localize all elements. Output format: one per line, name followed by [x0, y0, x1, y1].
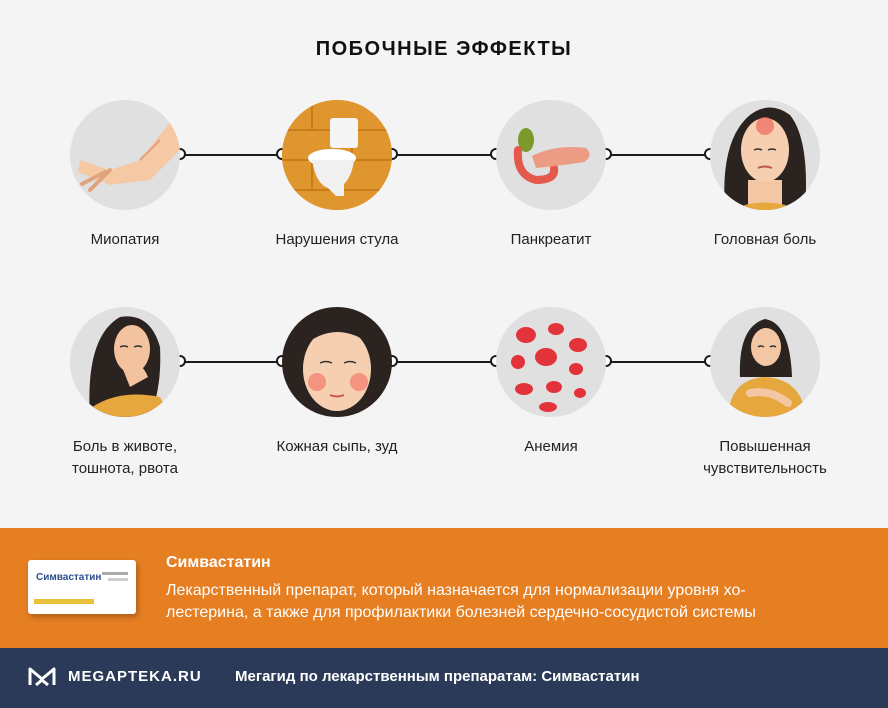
drug-name: Симвастатин [166, 554, 271, 571]
rash-face-icon [282, 307, 392, 417]
effect-label-line: тошнота, рвота [72, 460, 178, 477]
effect-label-line: Повышенная [719, 438, 811, 455]
drug-box-label: Симвастатин [36, 572, 102, 583]
box-text-line [108, 578, 128, 581]
nausea-woman-icon [70, 307, 180, 417]
connector-line [392, 154, 496, 156]
drug-box-image: Симвастатин [28, 560, 136, 614]
box-stripe [34, 599, 94, 604]
connector-line [606, 154, 710, 156]
effect-label: Повышенная чувствительность [680, 436, 850, 480]
page-title: ПОБОЧНЫЕ ЭФФЕКТЫ [315, 38, 573, 60]
logo-text[interactable]: MEGAPTEKA.RU [68, 668, 202, 685]
box-text-line [102, 572, 128, 575]
effects-row-1: Миопатия Нарушения стула Панкреатит Голо… [0, 98, 888, 248]
drug-description-line: лестерина, а также для профилактики боле… [166, 604, 756, 621]
itching-woman-icon [710, 307, 820, 417]
effect-label-line: чувствительность [703, 460, 827, 477]
effect-label: Анемия [524, 438, 578, 455]
footer: MEGAPTEKA.RU Мегагид по лекарственным пр… [0, 648, 888, 708]
connector-line [180, 154, 282, 156]
effect-label: Боль в животе, тошнота, рвота [40, 436, 210, 480]
connector-line [180, 361, 282, 363]
hand-icon [70, 100, 180, 210]
effect-label: Кожная сыпь, зуд [276, 438, 398, 455]
effect-label: Нарушения стула [275, 231, 399, 248]
toilet-icon [282, 100, 392, 210]
effects-row-2: Боль в животе, тошнота, рвота Кожная сып… [0, 305, 888, 477]
effect-label: Миопатия [90, 231, 160, 248]
logo-icon[interactable] [28, 665, 56, 694]
pancreas-icon [496, 100, 606, 210]
connector-line [606, 361, 710, 363]
effect-label-line: Боль в животе, [72, 438, 178, 455]
effect-label: Панкреатит [510, 231, 592, 248]
drug-description: Лекарственный препарат, который назначае… [166, 580, 866, 624]
footer-caption: Мегагид по лекарственным препаратам: Сим… [235, 668, 640, 685]
headache-woman-icon [710, 100, 820, 210]
drug-info-band: Симвастатин Симвастатин Лекарственный пр… [0, 528, 888, 648]
blood-cells-icon [496, 307, 606, 417]
connector-line [392, 361, 496, 363]
effect-label: Головная боль [713, 231, 817, 248]
drug-description-line: Лекарственный препарат, который назначае… [166, 582, 746, 599]
